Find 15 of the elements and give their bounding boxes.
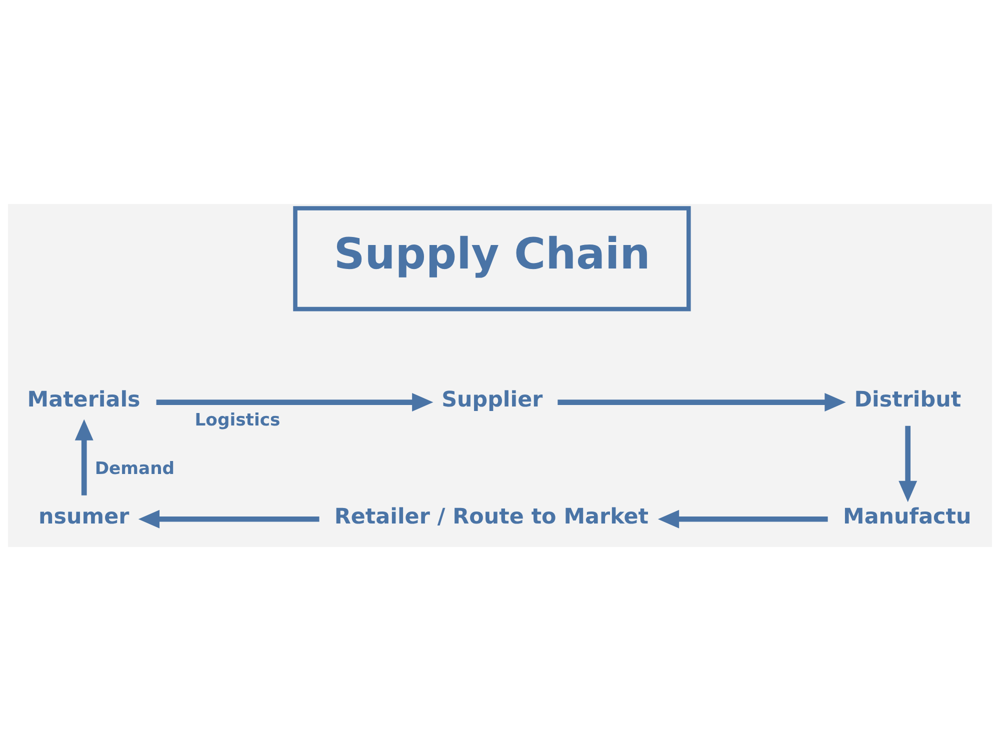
- arrow: [74, 418, 94, 495]
- node-text: Supplier: [442, 387, 543, 412]
- arrow: [898, 425, 918, 502]
- node-text: nsumer: [38, 504, 130, 529]
- node-text: Distribut: [854, 387, 962, 412]
- node-text: Manufactu: [843, 504, 972, 529]
- edge-label: Logistics: [194, 410, 280, 430]
- node-text: Retailer / Route to Market: [334, 504, 649, 529]
- node-box: Supply Chain: [293, 206, 691, 311]
- node-text: Materials: [27, 387, 140, 412]
- arrow: [658, 509, 828, 528]
- arrow: [138, 509, 320, 528]
- edge-label: Demand: [94, 458, 175, 478]
- arrow: [156, 392, 434, 412]
- arrow: [558, 392, 846, 412]
